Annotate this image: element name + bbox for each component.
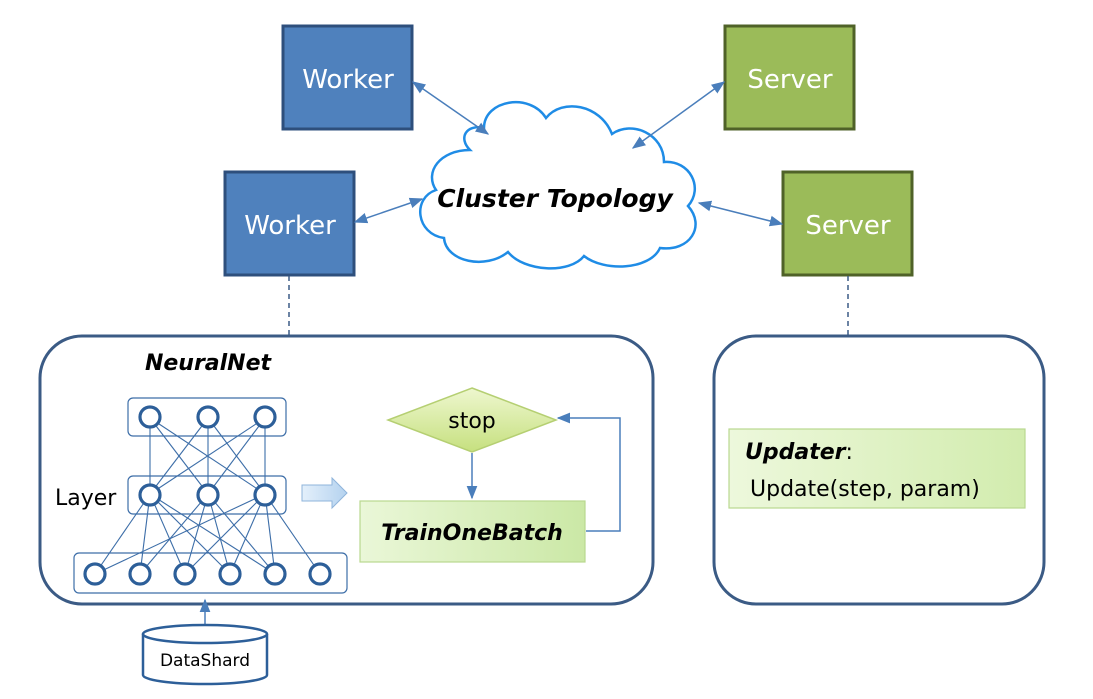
neuron (308, 562, 332, 586)
layer-frame-middle (127, 475, 287, 515)
server-label: Server (805, 211, 891, 241)
network-arrows (353, 81, 784, 227)
train-one-batch-box: TrainOneBatch (359, 500, 586, 563)
neuron (253, 405, 277, 429)
worker-box-bottom: Worker (223, 170, 356, 277)
neuron (128, 562, 152, 586)
network-graph (94, 417, 321, 575)
server-box-top: Server (723, 24, 856, 131)
updater-call: Update(step, param) (750, 477, 980, 502)
train-label: TrainOneBatch (381, 521, 563, 546)
datashard-label: DataShard (160, 651, 250, 671)
arrow-worker-top (411, 81, 490, 135)
neuron-nodes (83, 405, 332, 586)
cluster-topology-cloud: Cluster Topology (419, 101, 697, 270)
neuron (138, 405, 162, 429)
neuron (196, 405, 220, 429)
cloud-label: Cluster Topology (437, 184, 674, 213)
arrow-server-bottom (697, 200, 784, 227)
block-arrow-icon (301, 476, 348, 510)
server-panel: Updater: Update(step, param) (712, 334, 1046, 606)
worker-box-top: Worker (281, 24, 414, 131)
neuron (83, 562, 107, 586)
stop-decision: stop (385, 387, 559, 453)
layer-label: Layer (55, 486, 117, 511)
arrow-server-top (631, 81, 726, 149)
neuralnet-panel: NeuralNet (38, 334, 655, 606)
datashard-cylinder: DataShard (141, 598, 269, 686)
arrow-worker-bottom (353, 197, 424, 224)
neuron (263, 562, 287, 586)
updater-title: Updater (745, 440, 847, 465)
updater-colon: : (846, 440, 853, 465)
neuron (196, 483, 220, 507)
server-label: Server (747, 65, 833, 95)
updater-box (728, 428, 1026, 509)
neuralnet-title: NeuralNet (145, 351, 273, 376)
worker-label: Worker (244, 211, 336, 241)
loop-arrow (556, 412, 621, 532)
cloud-shape (419, 101, 697, 270)
layer-frame-bottom (73, 552, 348, 594)
neuron (173, 562, 197, 586)
stop-label: stop (448, 409, 496, 434)
neuron (218, 562, 242, 586)
layer-frame-top (127, 397, 287, 437)
updater-title-line: Updater: (745, 440, 853, 465)
server-box-bottom: Server (781, 170, 914, 277)
neuron (253, 483, 277, 507)
worker-label: Worker (302, 65, 394, 95)
neuron (138, 483, 162, 507)
